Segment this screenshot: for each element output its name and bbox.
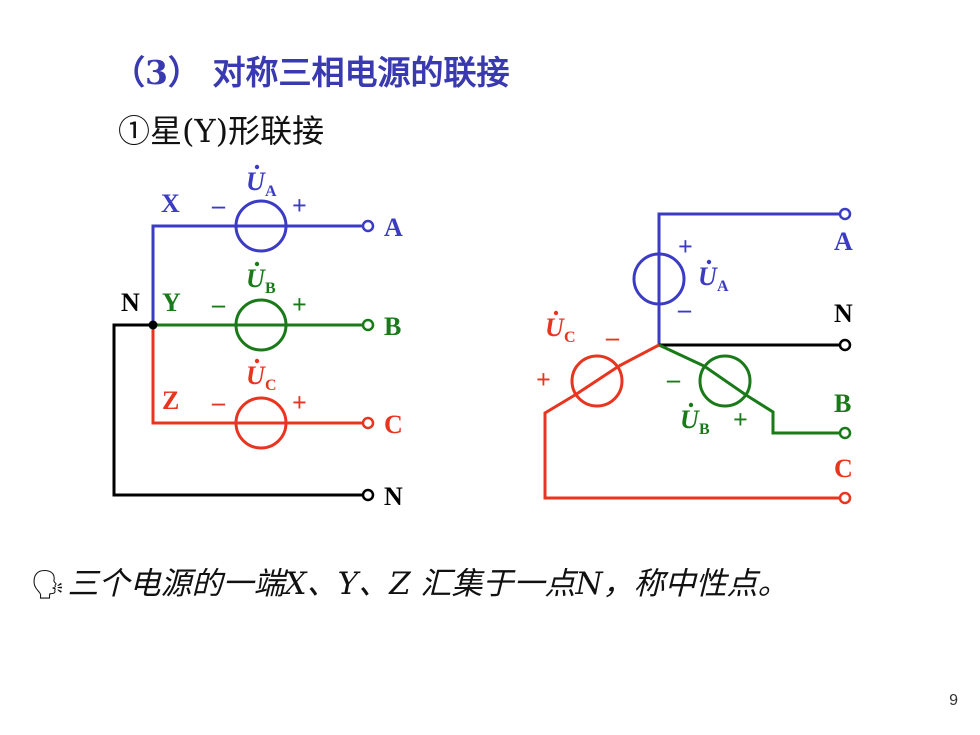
right-plus-a: + (678, 232, 693, 261)
right-wire-c (543, 343, 840, 500)
left-plus-a: + (292, 191, 307, 220)
speaker-icon: 🗣 (30, 568, 66, 601)
left-terminal-b[interactable] (361, 318, 375, 332)
right-source-c-bar (574, 364, 620, 397)
right-voltage-ub: U B (680, 402, 710, 438)
left-voltage-uc: U C (246, 358, 277, 394)
left-plus-c: + (292, 388, 307, 417)
left-neutral-node-dot (148, 320, 158, 330)
left-label-y: Y (162, 288, 181, 317)
left-plus-b: + (292, 290, 307, 319)
right-terminal-b[interactable] (838, 426, 852, 440)
right-plus-b: + (733, 405, 748, 434)
right-wire-a (657, 212, 840, 345)
svg-text:B: B (265, 280, 276, 297)
svg-text:U: U (246, 167, 266, 196)
left-voltage-ua: U A (246, 164, 277, 200)
left-phase-c (151, 325, 375, 450)
svg-text:B: B (699, 421, 710, 438)
right-wire-b (658, 343, 840, 435)
left-wire-c (151, 325, 363, 425)
left-voltage-ub: U B (246, 261, 276, 297)
section-subtitle: ①星(Y)形联接 (118, 112, 325, 150)
left-terminal-n[interactable] (361, 488, 375, 502)
left-wire-n (112, 323, 363, 497)
right-label-terminal-a: A (834, 227, 853, 256)
svg-text:U: U (698, 262, 718, 291)
left-neutral (112, 320, 375, 502)
left-label-z: Z (162, 386, 179, 415)
left-wire-a (151, 224, 363, 325)
left-star-diagram: X Y Z N A B C N – + – + – + U A U B U C (112, 164, 403, 511)
left-minus-c: – (211, 388, 226, 417)
left-label-terminal-c: C (384, 410, 403, 439)
right-source-b-bar (703, 364, 747, 397)
left-label-terminal-a: A (384, 213, 403, 242)
svg-text:A: A (717, 278, 729, 295)
right-label-terminal-n: N (834, 299, 853, 328)
right-voltage-ua: U A (698, 259, 729, 295)
svg-text:A: A (265, 183, 277, 200)
right-plus-c: + (536, 365, 551, 394)
left-minus-b: – (211, 290, 226, 319)
left-label-terminal-b: B (384, 312, 401, 341)
right-neutral (659, 338, 852, 352)
right-source-c (570, 354, 624, 408)
left-label-terminal-n: N (384, 482, 403, 511)
note-text: 三个电源的一端X、Y、Z 汇集于一点N，称中性点。 (67, 566, 789, 602)
svg-text:C: C (265, 377, 277, 394)
left-label-x: X (161, 189, 180, 218)
left-phase-b (153, 298, 375, 352)
right-terminal-n[interactable] (838, 338, 852, 352)
right-terminal-c[interactable] (838, 491, 852, 505)
right-voltage-uc: U C (545, 310, 576, 346)
right-minus-a: – (677, 295, 692, 324)
svg-text:U: U (246, 264, 266, 293)
right-phase-c (543, 343, 852, 505)
svg-text:U: U (680, 405, 700, 434)
page-title: （3） 对称三相电源的联接 (112, 53, 510, 92)
left-terminal-a[interactable] (361, 219, 375, 233)
svg-text:U: U (246, 361, 266, 390)
right-label-terminal-c: C (834, 454, 853, 483)
left-minus-a: – (211, 191, 226, 220)
right-source-b (698, 354, 752, 408)
right-phase-b (658, 343, 852, 440)
neutral-point-note: 🗣三个电源的一端X、Y、Z 汇集于一点N，称中性点。 (30, 558, 789, 603)
page-number: 9 (949, 692, 958, 709)
right-minus-b: – (666, 365, 681, 394)
left-label-n-node: N (121, 288, 140, 317)
right-label-terminal-b: B (834, 389, 851, 418)
left-phase-a (151, 199, 375, 325)
right-star-diagram: A N B C + – – + – + U A U C U B (536, 207, 853, 505)
svg-text:U: U (545, 313, 565, 342)
svg-text:C: C (564, 329, 576, 346)
right-terminal-a[interactable] (838, 207, 852, 221)
right-phase-a (632, 207, 852, 345)
left-terminal-c[interactable] (361, 416, 375, 430)
right-minus-c: – (605, 323, 620, 352)
